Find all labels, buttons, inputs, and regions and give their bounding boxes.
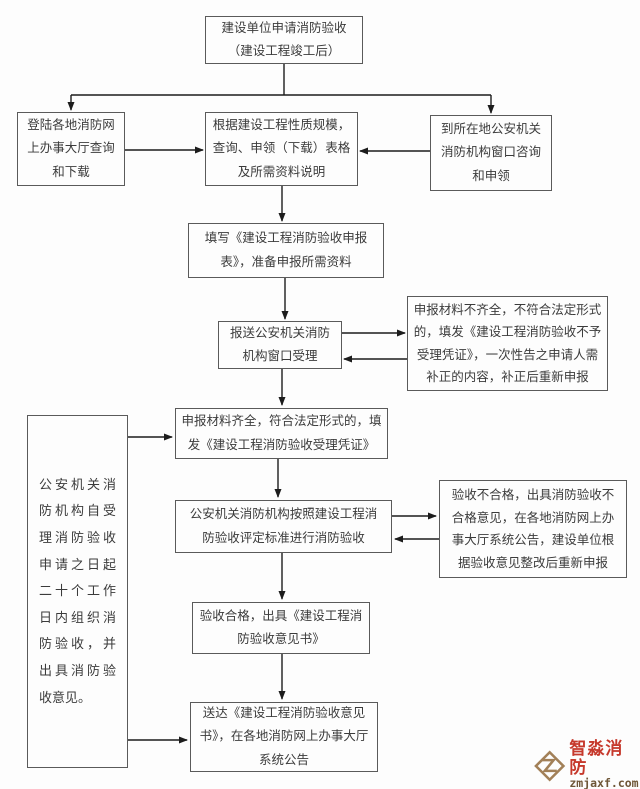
brand-watermark: 智淼消防 zmjaxf.com (533, 739, 640, 789)
node-counter-consult: 到所在地公安机关 消防机构窗口咨询 和申领 (430, 115, 552, 191)
node-twenty-workday-note: 公安机关消防机构自受理消防验收申请之日起二十个工作日内组织消防验收，并出具消防验… (27, 415, 128, 768)
node-text-line: 登陆各地消防网 (27, 118, 115, 133)
brand-domain: zmjaxf.com (569, 776, 639, 789)
node-text-line: 事大厅系统公告，建设单位根 (451, 533, 615, 547)
node-text-line: 送达《建设工程消防验收意见 (202, 706, 366, 721)
diamond-z-logo-icon (534, 750, 566, 782)
node-text-line: 申报材料齐全，符合法定形式的，填 (181, 414, 382, 429)
node-materials-incomplete: 申报材料不齐全，不符合法定形式 的，填发《建设工程消防验收不予 受理凭证》，一次… (407, 296, 608, 391)
node-text-line: 验收不合格，出具消防验收不 (451, 488, 615, 502)
node-inspection-failed: 验收不合格，出具消防验收不 合格意见，在各地消防网上办 事大厅系统公告，建设单位… (439, 480, 627, 578)
node-text-line: 建设单位申请消防验收 (221, 20, 347, 35)
node-text-line: 和下载 (52, 164, 90, 179)
node-text-line: 补正的内容，补正后重新申报 (426, 370, 589, 384)
node-text-line: 系统公告 (258, 752, 309, 767)
node-text-line: 的，填发《建设工程消防验收不予 (413, 325, 602, 339)
node-text-line: 表》，准备申报所需资料 (220, 254, 352, 269)
node-text-line: 防验收评定标准进行消防验收 (202, 530, 365, 545)
node-deliver-opinion-publish: 送达《建设工程消防验收意见 书》，在各地消防网上办事大厅 系统公告 (190, 702, 378, 772)
node-materials-complete-accepted: 申报材料齐全，符合法定形式的，填 发《建设工程消防验收受理凭证》 (175, 408, 388, 459)
node-text-line: 受理凭证》，一次性告之申请人需 (416, 347, 599, 362)
node-text-line: 防验收意见书》 (237, 632, 325, 646)
node-text-line: 及所需资料说明 (237, 164, 326, 179)
node-text-line: 据验收意见整改后重新申报 (457, 555, 608, 570)
node-inspection-passed: 验收合格，出具《建设工程消 防验收意见书》 (192, 602, 370, 654)
node-text-line: 根据建设工程性质规模， (212, 118, 351, 133)
node-fill-declaration-form: 填写《建设工程消防验收申报 表》，准备申报所需资料 (188, 223, 384, 278)
node-query-forms-materials: 根据建设工程性质规模， 查询、申领（下载）表格 及所需资料说明 (205, 112, 358, 186)
node-text-line: 合格意见，在各地消防网上办 (451, 510, 615, 525)
node-text-line: 机构窗口受理 (242, 349, 318, 363)
node-text-line: 验收合格，出具《建设工程消 (199, 608, 363, 623)
node-text-line: 报送公安机关消防 (229, 325, 330, 340)
node-text-line: 书》，在各地消防网上办事大厅 (199, 729, 369, 744)
node-submit-window-acceptance: 报送公安机关消防 机构窗口受理 (218, 321, 342, 369)
node-text-line: 上办事大厅查询 (27, 141, 115, 156)
node-text-line: 查询、申领（下载）表格 (212, 141, 351, 156)
node-apply-acceptance: 建设单位申请消防验收 （建设工程竣工后） (205, 16, 363, 64)
node-text-line: 和申领 (472, 168, 510, 183)
node-online-hall-download: 登陆各地消防网 上办事大厅查询 和下载 (17, 112, 125, 186)
node-text-line: 到所在地公安机关 (440, 122, 541, 137)
node-text-line: 公安机关消防机构按照建设工程消 (189, 507, 378, 522)
node-text-line: 发《建设工程消防验收受理凭证》 (187, 437, 376, 452)
node-text-line: 消防机构窗口咨询 (440, 145, 541, 160)
node-assessment-standard: 公安机关消防机构按照建设工程消 防验收评定标准进行消防验收 (175, 500, 392, 553)
node-text-line: （建设工程竣工后） (227, 44, 341, 58)
node-text-block: 公安机关消防机构自受理消防验收申请之日起二十个工作日内组织消防验收，并出具消防验… (39, 476, 116, 705)
node-text-line: 填写《建设工程消防验收申报 (204, 231, 368, 246)
node-text-line: 申报材料不齐全，不符合法定形式 (413, 302, 602, 317)
brand-name: 智淼消防 (569, 739, 624, 777)
